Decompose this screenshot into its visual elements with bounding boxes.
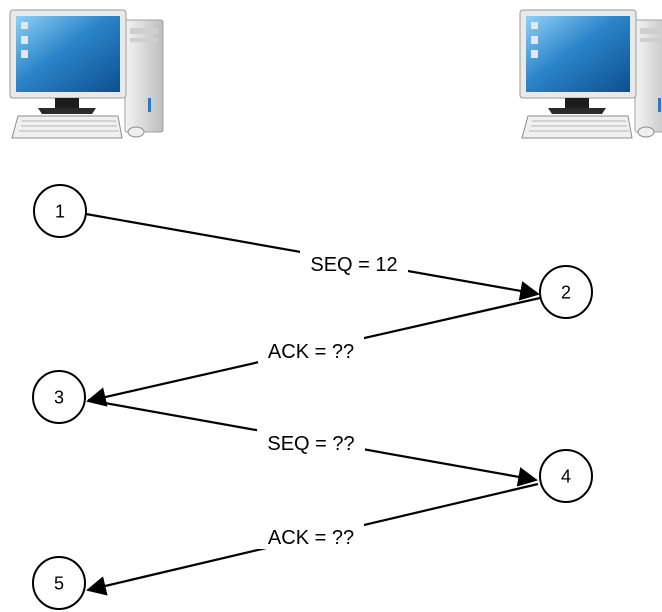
svg-text:SEQ = ??: SEQ = ??: [267, 433, 354, 455]
message-label-2: ACK = ??: [258, 337, 364, 363]
right-computer-icon: [519, 9, 662, 139]
svg-text:SEQ = 12: SEQ = 12: [310, 254, 397, 276]
svg-text:ACK = ??: ACK = ??: [268, 341, 354, 363]
svg-text:1: 1: [55, 202, 65, 222]
node-2: 2: [539, 265, 593, 319]
svg-text:4: 4: [561, 467, 571, 487]
node-5: 5: [32, 556, 86, 610]
left-computer-icon: [9, 9, 164, 139]
message-label-1: SEQ = 12: [300, 250, 408, 276]
message-label-3: SEQ = ??: [257, 429, 365, 455]
svg-text:3: 3: [54, 388, 64, 408]
svg-text:ACK = ??: ACK = ??: [268, 527, 354, 549]
svg-text:2: 2: [561, 283, 571, 303]
node-3: 3: [32, 370, 86, 424]
node-4: 4: [539, 449, 593, 503]
node-1: 1: [33, 184, 87, 238]
svg-text:5: 5: [54, 574, 64, 594]
message-label-4: ACK = ??: [258, 523, 364, 549]
